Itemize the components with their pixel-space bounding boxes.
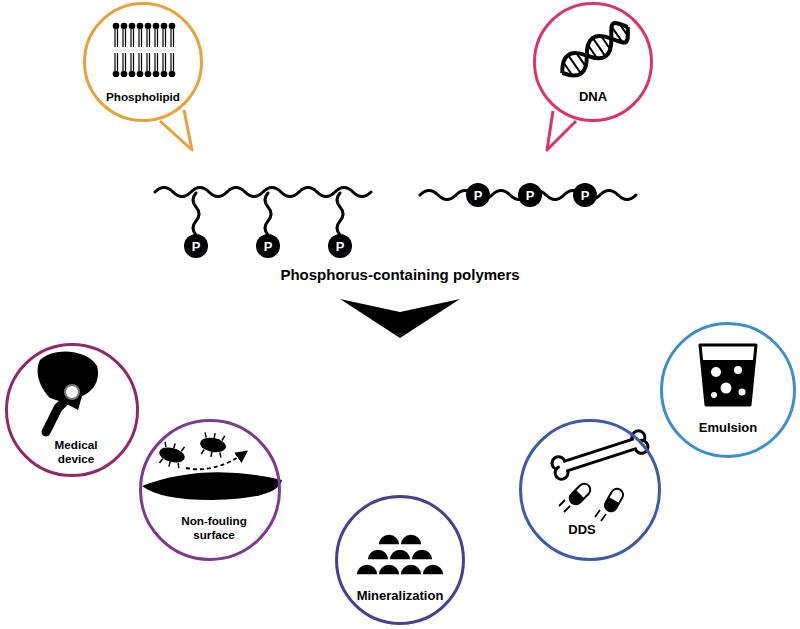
bubble-circle: [662, 324, 795, 457]
application-bubble: DNA: [533, 2, 653, 122]
pill-icon: [559, 481, 625, 521]
phosphate-symbol: P: [581, 189, 590, 202]
polymer-chain: [155, 188, 636, 236]
polymer-title: Phosphorus-containing polymers: [280, 267, 519, 282]
bubble-outline: [83, 2, 203, 122]
bubble-label: Phospholipid: [106, 90, 180, 104]
bubble-circle: [535, 4, 652, 121]
application-bubble: Non-fouling surface: [139, 419, 281, 561]
bubble-label: Emulsion: [699, 420, 758, 436]
bubble-label: Non-fouling surface: [168, 514, 260, 542]
bubble-label: Mineralization: [357, 588, 444, 604]
flow-arrow: [340, 299, 460, 338]
phosphate-symbol: P: [526, 189, 535, 202]
bubble-outline: [660, 322, 796, 458]
bubble-outline: [519, 419, 661, 561]
bubble-circle: [7, 345, 138, 476]
phosphate-symbol: P: [192, 240, 201, 253]
emulsion-icon: [700, 345, 756, 405]
bilayer-icon: [112, 22, 176, 78]
bubble-circle: [85, 4, 202, 121]
mineral-icon: [356, 534, 444, 575]
application-bubble: DDS: [519, 419, 661, 561]
hip-icon: [38, 351, 98, 432]
phosphate-symbol: P: [474, 189, 483, 202]
application-bubble: Mineralization: [335, 495, 465, 625]
bubble-label: DNA: [579, 89, 607, 105]
phosphate-symbol: P: [264, 240, 273, 253]
bubble-outline: [335, 495, 465, 625]
application-bubble: Medical device: [5, 343, 139, 477]
dna-icon: [556, 18, 634, 82]
bubble-circle: [141, 421, 280, 560]
application-bubble: Emulsion: [660, 322, 796, 458]
bubble-label: Medical device: [45, 438, 107, 466]
bubble-circle: [521, 421, 660, 560]
phosphate-dot: [184, 183, 597, 258]
bubble-label: DDS: [568, 522, 595, 538]
phosphate-symbol: P: [336, 240, 345, 253]
bubble-circle: [337, 497, 464, 624]
application-bubble: Phospholipid: [83, 2, 203, 122]
